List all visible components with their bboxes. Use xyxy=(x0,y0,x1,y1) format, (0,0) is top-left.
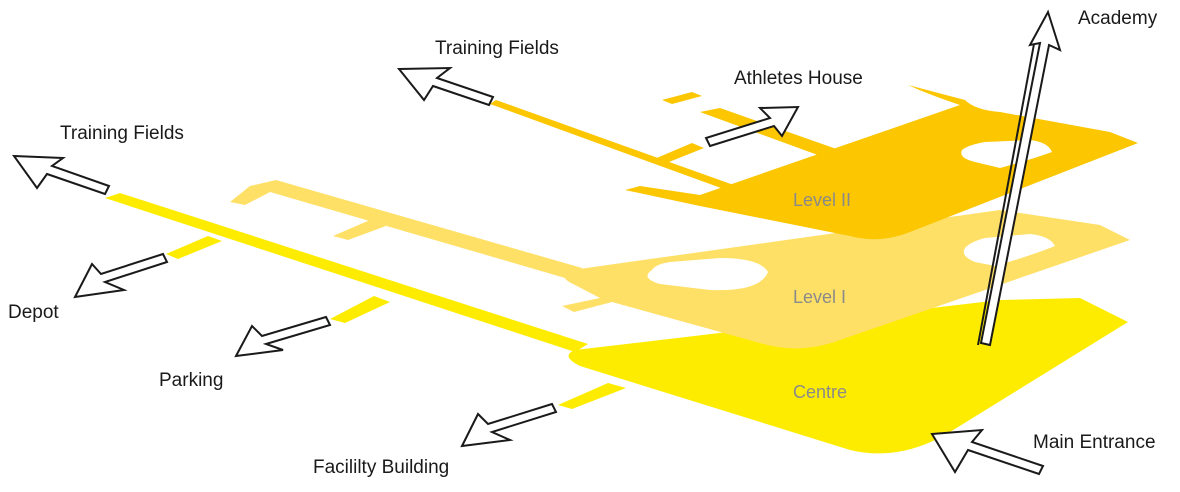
arrow-main-entrance xyxy=(930,428,1045,476)
label-training-fields-left: Training Fields xyxy=(60,123,184,144)
centre-corridor-main xyxy=(105,193,588,352)
label-academy: Academy xyxy=(1078,8,1158,29)
level-1-branch xyxy=(333,220,386,240)
level-2-label: Level II xyxy=(793,190,851,210)
arrow-training-fields-top xyxy=(396,66,495,107)
centre-branch-depot xyxy=(166,236,222,259)
level-2 xyxy=(490,85,1138,240)
label-parking: Parking xyxy=(159,370,223,391)
arrow-athletes-house xyxy=(704,105,800,148)
arrow-academy xyxy=(977,9,1062,347)
label-facility-building: Facililty Building xyxy=(313,457,449,478)
level-1-plate xyxy=(562,210,1130,349)
level-1 xyxy=(230,180,1130,349)
label-depot: Depot xyxy=(8,302,59,323)
arrow-parking xyxy=(234,315,332,358)
level-1-label: Level I xyxy=(793,287,846,307)
level-2-branch xyxy=(652,143,704,164)
arrow-facility-building xyxy=(460,402,558,448)
arrow-training-fields-left xyxy=(11,154,111,196)
label-training-fields-top: Training Fields xyxy=(435,38,559,59)
level-1-corridor xyxy=(230,180,582,280)
label-athletes-house: Athletes House xyxy=(734,68,863,89)
level-2-corridor xyxy=(490,100,742,192)
label-main-entrance: Main Entrance xyxy=(1033,432,1156,453)
centre-label: Centre xyxy=(793,382,847,402)
arrow-depot xyxy=(73,252,169,299)
level-2-athletes-link xyxy=(700,108,845,158)
centre-branch-facility xyxy=(558,383,626,409)
centre-branch-parking xyxy=(330,296,390,323)
level-2-plate xyxy=(625,85,1138,240)
level-2-spur xyxy=(662,92,702,104)
